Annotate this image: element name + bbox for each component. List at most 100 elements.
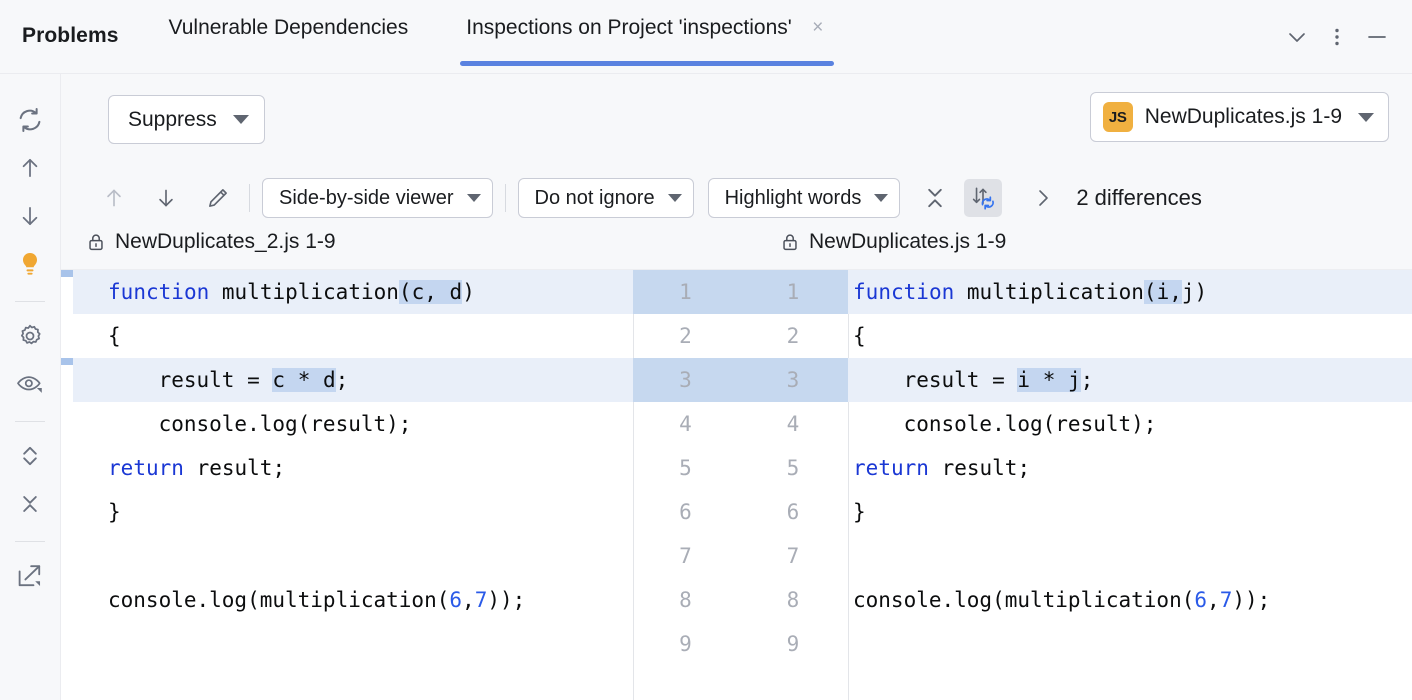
export-arrow-icon[interactable] — [10, 556, 50, 596]
previous-difference-button[interactable] — [95, 179, 133, 217]
left-pane-header[interactable]: NewDuplicates_2.js 1-9 — [85, 230, 336, 254]
right-diff-markers[interactable] — [1400, 270, 1412, 700]
gear-icon[interactable] — [10, 316, 50, 356]
pencil-icon[interactable] — [199, 179, 237, 217]
right-code-line[interactable]: { — [853, 324, 866, 348]
left-line-number: 8 — [679, 588, 692, 612]
file-select-dropdown[interactable]: JS NewDuplicates.js 1-9 — [1089, 92, 1389, 142]
close-icon[interactable]: × — [812, 16, 824, 38]
diff-row[interactable]: } 6 6} — [61, 490, 1412, 534]
lock-icon — [85, 231, 107, 253]
sync-scroll-button[interactable] — [964, 179, 1003, 217]
right-line-number: 8 — [786, 588, 800, 612]
left-code-line[interactable]: result = c * d; — [73, 358, 633, 402]
right-code-line[interactable]: result = i * j; — [848, 358, 1400, 402]
right-line-number: 5 — [786, 456, 800, 480]
arrow-up-icon[interactable] — [10, 148, 50, 188]
viewer-mode-label: Side-by-side viewer — [279, 186, 454, 209]
left-code-line[interactable]: } — [108, 500, 121, 524]
chevron-down-icon — [1358, 112, 1374, 122]
rail-divider — [15, 541, 45, 542]
lightbulb-icon[interactable] — [10, 244, 50, 284]
tab-label: Inspections on Project 'inspections' — [466, 16, 792, 39]
right-line-number: 6 — [786, 500, 800, 524]
right-code-line[interactable] — [848, 622, 1400, 666]
tab-inspections-on-project[interactable]: Inspections on Project 'inspections' × — [460, 0, 834, 74]
left-code-line[interactable] — [73, 622, 633, 666]
diff-row[interactable]: {2 2 { — [61, 314, 1412, 358]
diff-marker[interactable] — [61, 358, 73, 365]
refresh-icon[interactable] — [10, 100, 50, 140]
left-diff-markers[interactable] — [61, 270, 73, 700]
chevron-down-icon[interactable] — [1278, 18, 1316, 56]
left-code-line[interactable]: console.log(result); — [108, 412, 412, 436]
whitespace-mode-label: Do not ignore — [534, 186, 655, 209]
right-line-number: 1 — [738, 270, 848, 314]
minimize-icon[interactable] — [1358, 18, 1396, 56]
right-line-number: 7 — [786, 544, 800, 568]
diff-toolbar: Side-by-side viewer Do not ignore Highli… — [61, 170, 1412, 226]
right-line-number: 2 — [786, 324, 800, 348]
left-code-line[interactable] — [73, 534, 633, 578]
expand-vertical-icon[interactable] — [10, 436, 50, 476]
diff-row[interactable]: console.log(multiplication(6,7)); 8 8 conso… — [61, 578, 1412, 622]
left-line-number: 5 — [679, 456, 692, 480]
window-controls — [1278, 18, 1396, 56]
active-tab-underline — [460, 61, 834, 66]
diff-marker[interactable] — [61, 270, 73, 277]
left-code-line[interactable]: { — [108, 324, 121, 348]
right-code-line[interactable]: } — [853, 500, 866, 524]
suppress-dropdown[interactable]: Suppress — [108, 95, 265, 144]
right-code-line[interactable] — [848, 534, 1400, 578]
viewer-mode-dropdown[interactable]: Side-by-side viewer — [262, 178, 493, 218]
rail-divider — [15, 421, 45, 422]
left-line-number: 4 — [679, 412, 692, 436]
tab-vulnerable-dependencies[interactable]: Vulnerable Dependencies — [163, 0, 415, 74]
gutter-divider-left — [633, 270, 634, 700]
collapse-vertical-icon[interactable] — [10, 484, 50, 524]
diff-pane-headers: NewDuplicates_2.js 1-9 NewDuplicates.js … — [61, 226, 1412, 270]
chevron-down-icon — [466, 194, 481, 202]
highlight-mode-label: Highlight words — [724, 186, 862, 209]
right-pane-header[interactable]: NewDuplicates.js 1-9 — [779, 230, 1006, 254]
arrow-down-icon[interactable] — [10, 196, 50, 236]
differences-count: 2 differences — [1076, 185, 1202, 210]
page-title: Problems — [22, 24, 119, 47]
inspection-toolbar-rail — [0, 74, 61, 700]
whitespace-mode-dropdown[interactable]: Do not ignore — [517, 178, 694, 218]
left-code-line[interactable]: console.log(multiplication(6,7)); — [108, 588, 526, 612]
left-line-number: 6 — [679, 500, 692, 524]
left-pane-filename: NewDuplicates_2.js 1-9 — [115, 230, 336, 253]
next-difference-button[interactable] — [147, 179, 185, 217]
more-vertical-icon[interactable] — [1318, 18, 1356, 56]
right-code-line[interactable]: console.log(multiplication(6,7)); — [853, 588, 1271, 612]
diff-marker-band — [1400, 270, 1412, 314]
right-code-line[interactable]: console.log(result); — [853, 412, 1157, 436]
tool-window-header: Problems Vulnerable Dependencies Inspect… — [0, 0, 1412, 74]
collapse-unchanged-button[interactable] — [916, 179, 954, 217]
js-file-icon: JS — [1102, 102, 1133, 132]
lock-icon — [779, 231, 801, 253]
suppress-label: Suppress — [128, 107, 217, 131]
left-line-number: 2 — [679, 324, 692, 348]
gutter-divider-right — [848, 270, 849, 700]
highlight-mode-dropdown[interactable]: Highlight words — [707, 178, 901, 218]
rail-divider — [15, 301, 45, 302]
chevron-right-icon[interactable] — [1024, 179, 1062, 217]
eye-icon[interactable] — [10, 364, 50, 404]
right-line-number: 9 — [786, 632, 800, 656]
tab-label: Vulnerable Dependencies — [168, 16, 409, 39]
